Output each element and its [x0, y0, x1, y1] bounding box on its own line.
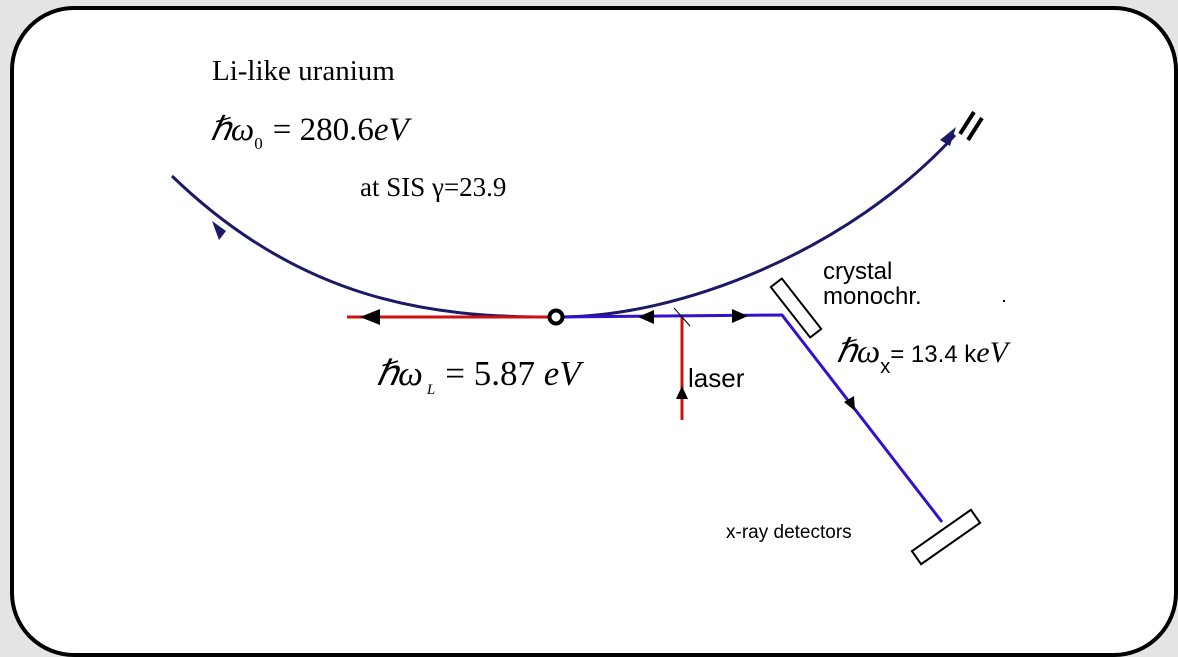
omegaX-unit: eV	[976, 336, 1011, 369]
laser-beam-arrow-up	[676, 386, 688, 399]
mirror-tick	[673, 307, 691, 327]
omegaX-subscript: x	[880, 356, 890, 378]
omegaL-subscript: L	[426, 382, 435, 398]
interaction-point	[547, 308, 565, 326]
xray-beam	[555, 313, 944, 523]
beam-break-mark-1	[958, 110, 976, 136]
gamma-value: =23.9	[444, 172, 506, 202]
omegaL-unit: eV	[544, 354, 585, 393]
laser-label: laser	[688, 363, 745, 393]
slide-frame	[10, 6, 1178, 657]
omegaL-symbol: ℏω	[376, 354, 423, 393]
omegaX-symbol: ℏω	[836, 334, 880, 370]
xray-detector	[910, 508, 982, 566]
stray-dot	[1003, 300, 1005, 302]
xray-beam-arrow-left	[638, 310, 654, 324]
omegaX-value: = 13.4 k	[890, 341, 977, 368]
sis-gamma-label: at SIS γ=23.9	[360, 172, 506, 202]
gamma-symbol: γ	[431, 172, 444, 202]
xray-beam-arrow-right	[732, 309, 748, 323]
omegaX-equation: ℏωx= 13.4 keV	[836, 334, 1012, 378]
omega0-unit: eV	[374, 112, 413, 148]
xray-beam-arrow-down	[844, 396, 855, 411]
crystal-monochromator	[769, 277, 823, 339]
laser-beam-arrow-left	[360, 309, 380, 325]
omega0-value: = 280.6	[273, 112, 374, 148]
sis-prefix: at SIS	[360, 172, 432, 202]
ion-beam-arrow-in	[212, 221, 226, 240]
omega0-subscript: 0	[254, 134, 263, 153]
omega0-equation: ℏω0 = 280.6eV	[210, 112, 412, 153]
diagram-title: Li-like uranium	[212, 55, 395, 87]
ion-beam-arrow-out	[940, 127, 956, 146]
omega0-symbol: ℏω	[210, 112, 254, 148]
crystal-label-line1: crystal	[823, 258, 892, 285]
crystal-label-line2: monochr.	[823, 283, 922, 310]
beam-break-mark-2	[966, 116, 984, 142]
detector-label: x-ray detectors	[726, 522, 852, 543]
omegaL-value: = 5.87	[445, 354, 544, 393]
